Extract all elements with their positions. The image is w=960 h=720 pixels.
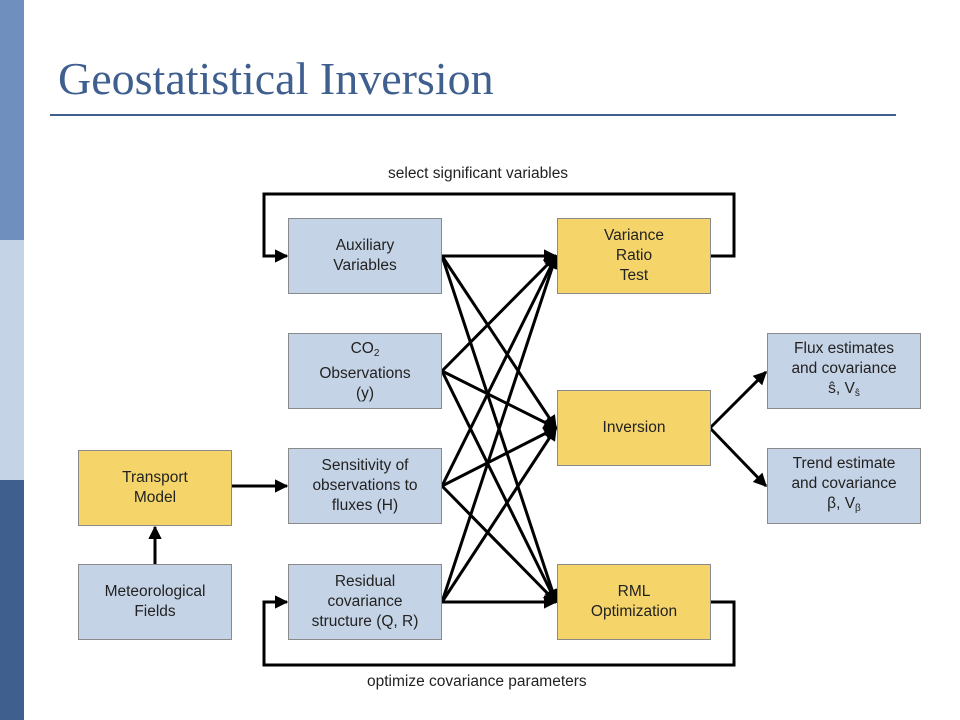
loop-select bbox=[262, 192, 736, 263]
select-variables-label: select significant variables bbox=[388, 165, 569, 182]
side-bar-top bbox=[0, 0, 24, 240]
title-rule bbox=[50, 114, 896, 116]
page-title: Geostatistical Inversion bbox=[58, 53, 494, 104]
link-resid-inversion bbox=[440, 426, 558, 603]
inversion-box: Inversion bbox=[557, 390, 711, 466]
link-co2-rml bbox=[440, 370, 558, 604]
link-aux-inversion bbox=[440, 255, 558, 430]
link-sens-rml bbox=[440, 484, 558, 604]
link-inversion-trend bbox=[708, 426, 768, 488]
link-sens-inversion bbox=[441, 426, 558, 488]
link-co2-inversion bbox=[441, 369, 558, 430]
optimize-parameters-label: optimize covariance parameters bbox=[367, 673, 587, 690]
link-inversion-flux bbox=[708, 370, 768, 430]
loop-optimize bbox=[262, 595, 736, 667]
link-co2-variance bbox=[440, 254, 558, 373]
side-bar-middle bbox=[0, 240, 24, 480]
link-resid-variance bbox=[440, 254, 559, 603]
link-sens-variance bbox=[440, 254, 558, 487]
side-bar-bottom bbox=[0, 480, 24, 720]
